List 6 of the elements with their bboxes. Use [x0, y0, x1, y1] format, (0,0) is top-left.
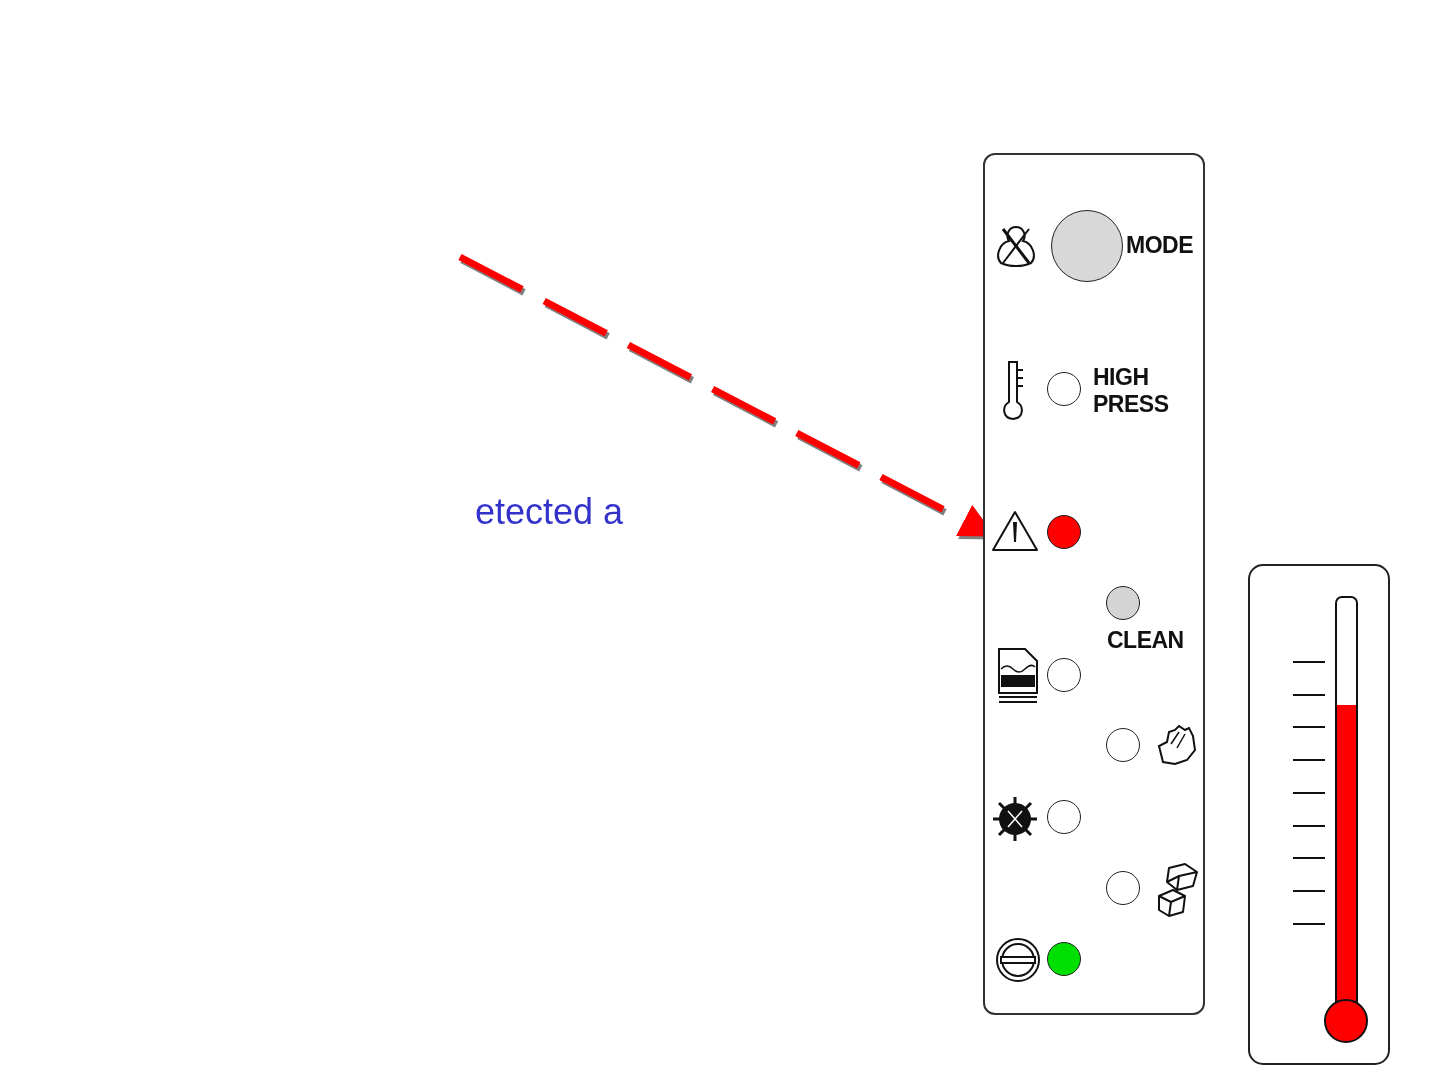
warning-icon: [992, 510, 1038, 552]
clean-label: CLEAN: [1107, 627, 1184, 654]
mode-label: MODE: [1126, 232, 1193, 259]
high-press-label: HIGH PRESS: [1093, 364, 1170, 418]
control-panel: [983, 153, 1205, 1015]
annotation-text: etected a: [475, 491, 624, 533]
